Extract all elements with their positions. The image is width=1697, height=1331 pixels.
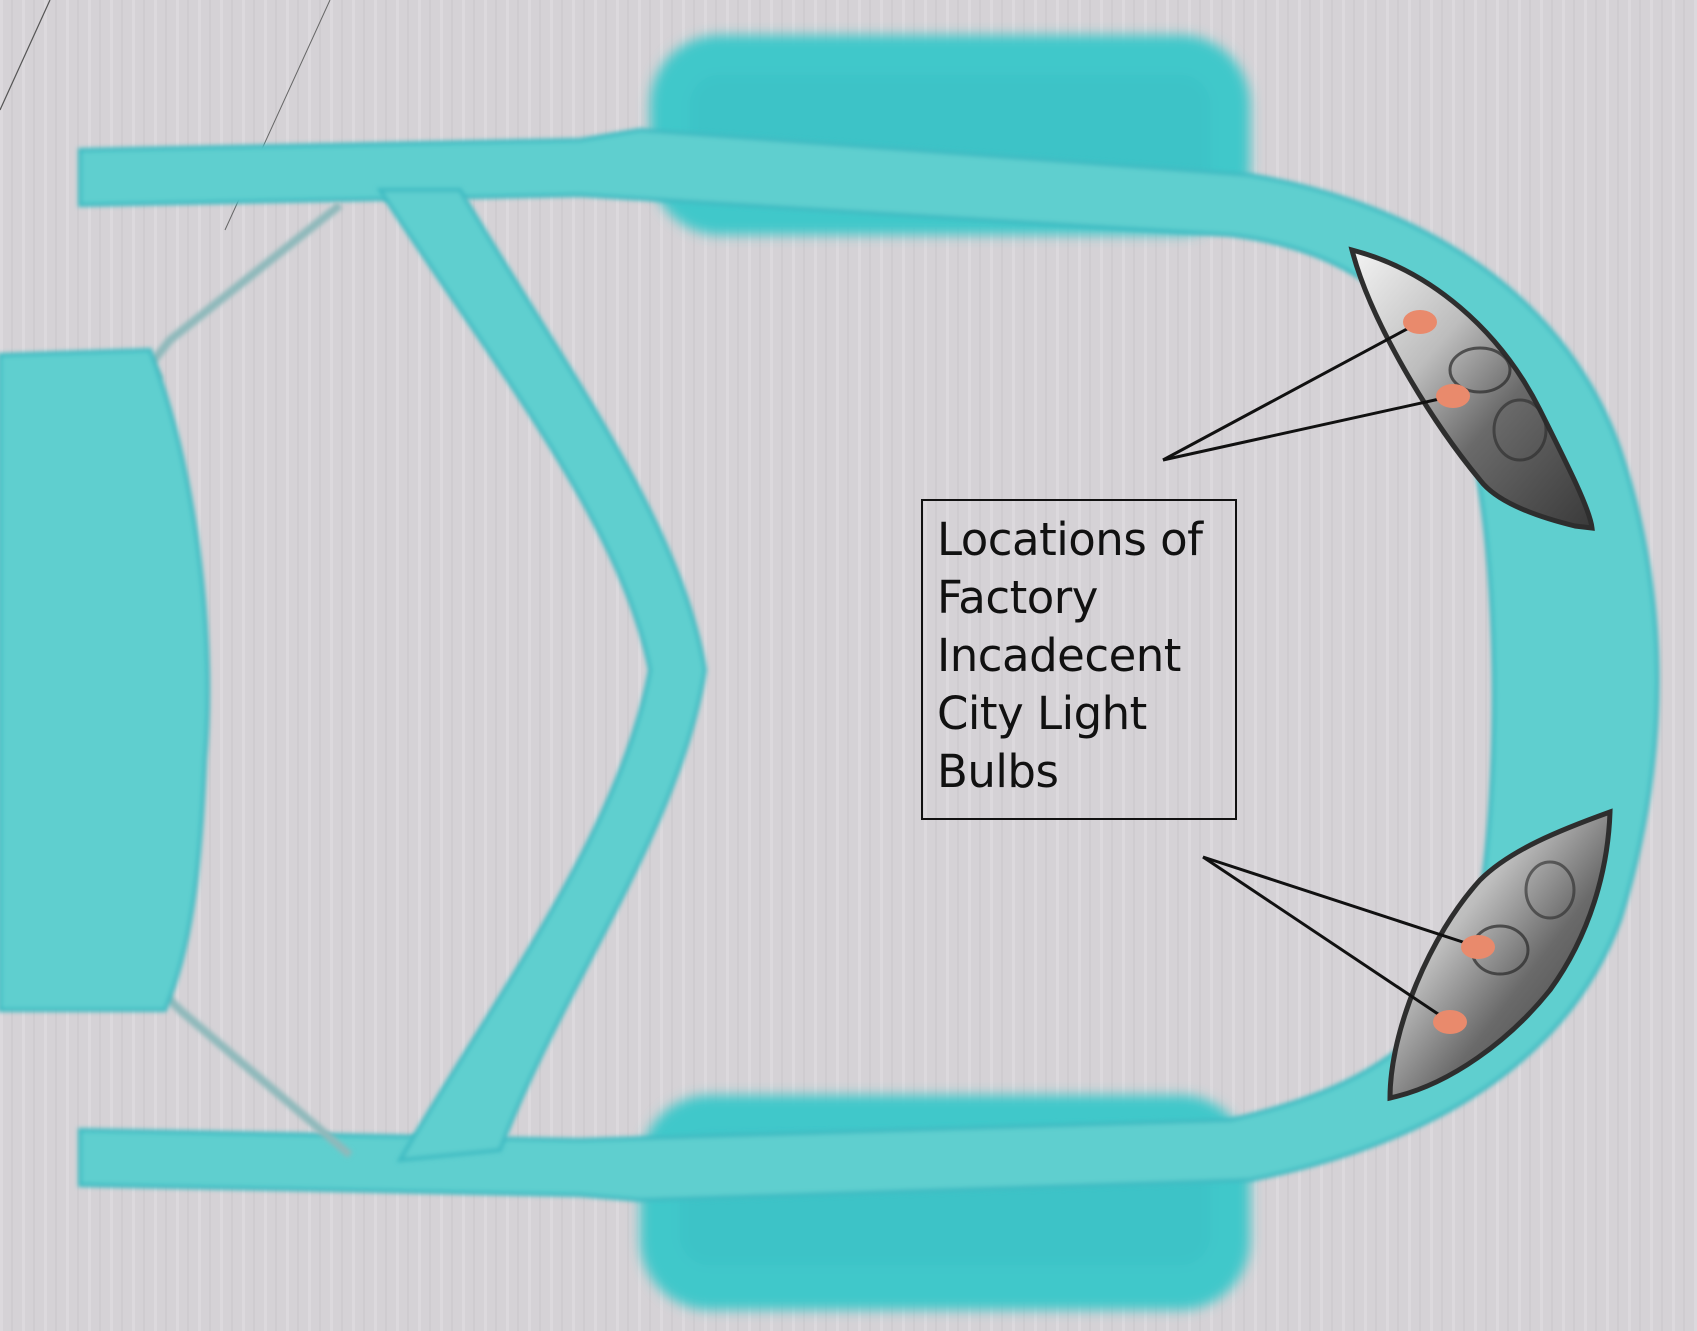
- callout-label: Locations of Factory Incadecent City Lig…: [937, 511, 1221, 801]
- car-roof: [0, 350, 208, 1010]
- bulb-marker: [1433, 1010, 1467, 1034]
- bulb-marker: [1461, 935, 1495, 959]
- callout-box: Locations of Factory Incadecent City Lig…: [921, 499, 1237, 820]
- bulb-marker: [1436, 384, 1470, 408]
- bulb-marker: [1403, 310, 1437, 334]
